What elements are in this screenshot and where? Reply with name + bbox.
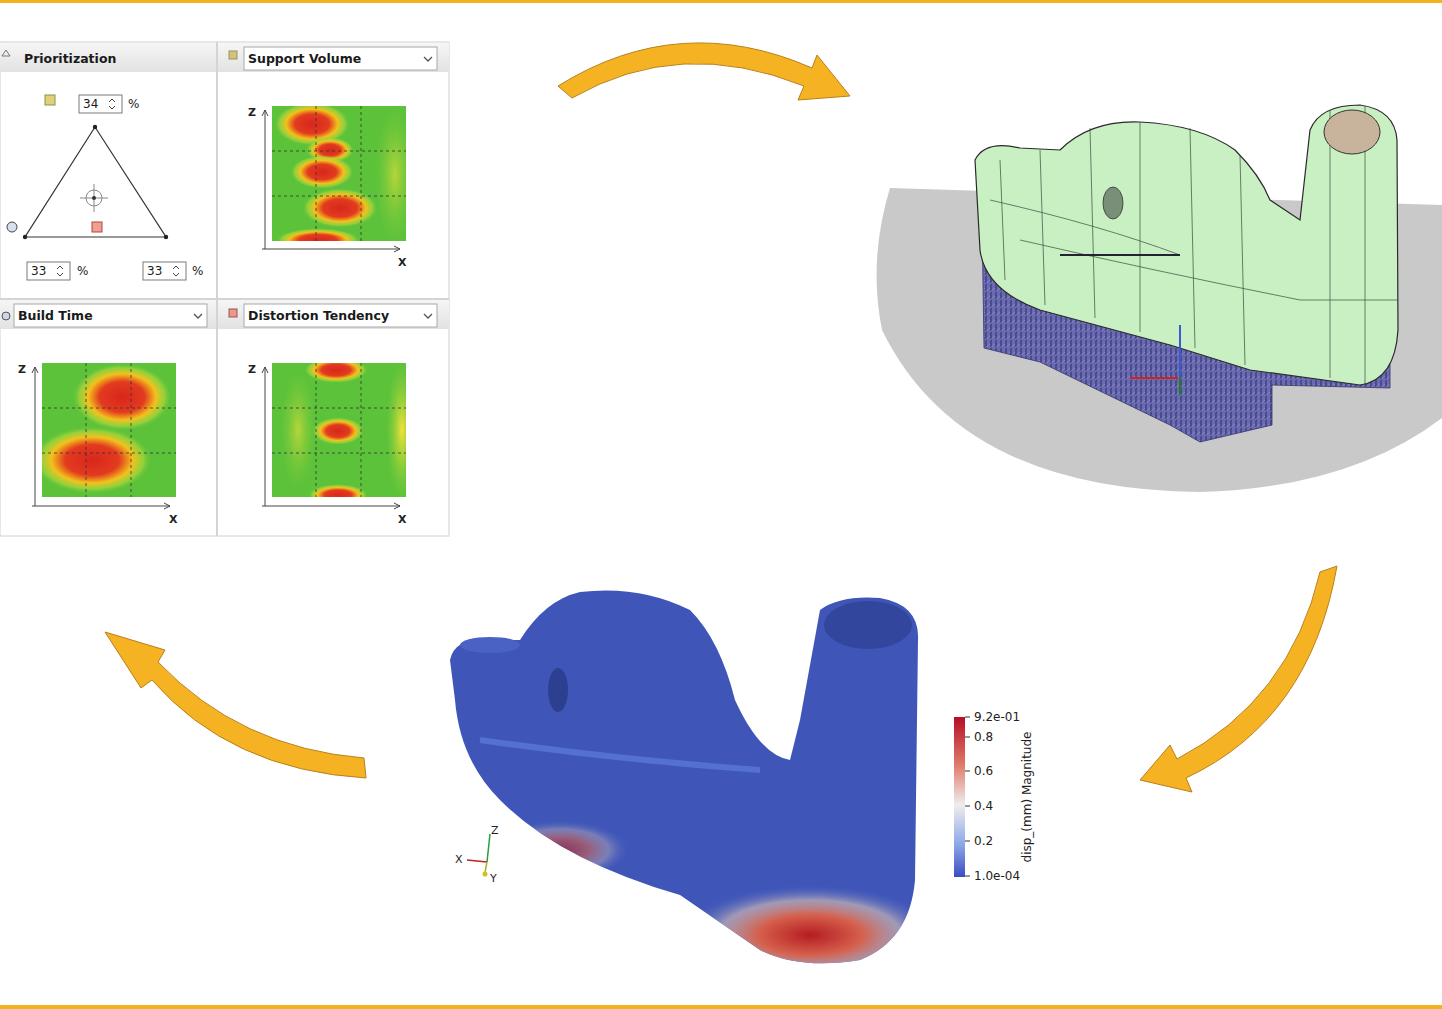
plot-label: Y [490,872,497,885]
displacement-render [450,590,970,985]
plot-label: % [128,97,139,111]
node-text: 34 [83,97,98,111]
plot-label: Z [491,824,499,837]
bottom-rule [0,1005,1442,1009]
plot-label: Z [18,363,26,376]
plot-label: X [398,256,406,269]
plot-label: Z [248,106,256,119]
plot-label: Z [248,363,256,376]
support-volume-heatmap [262,102,415,252]
cycle-arrow [105,43,1337,792]
spin-box: 34 [79,95,122,113]
dropdown-header: Distortion Tendency [244,304,437,327]
plot-label: % [77,264,88,278]
colorbar-title: disp_(mm) Magnitude [1020,732,1034,863]
plot-label: X [169,513,177,526]
plot-label: X [398,513,406,526]
plot-label: 9.2e-01 [974,710,1020,724]
node-text: Distortion Tendency [248,308,389,323]
dropdown-header: Support Volume [244,47,437,70]
plot-label: % [192,264,203,278]
top-rule [0,0,1442,3]
supported-part-render [877,105,1442,492]
dropdown-header: Build Time [14,304,207,327]
plot-label: 1.0e-04 [974,869,1020,883]
distortion-heatmap [262,357,418,509]
settings-panel [0,42,449,536]
plot-label: X [455,853,463,866]
plot-label: 0.4 [974,799,993,813]
plot-label: 0.8 [974,730,993,744]
node-text: Build Time [18,308,93,323]
spin-box: 33 [143,262,186,280]
spin-box: 33 [27,262,70,280]
plot-label: 0.6 [974,764,993,778]
node-text: 33 [147,264,162,278]
node-text: Prioritization [24,51,116,66]
panel-header: Prioritization343333 [0,45,216,71]
plot-label: 0.2 [974,834,993,848]
node-text: 33 [31,264,46,278]
build-time-heatmap [32,363,176,509]
node-text: Support Volume [248,51,361,66]
